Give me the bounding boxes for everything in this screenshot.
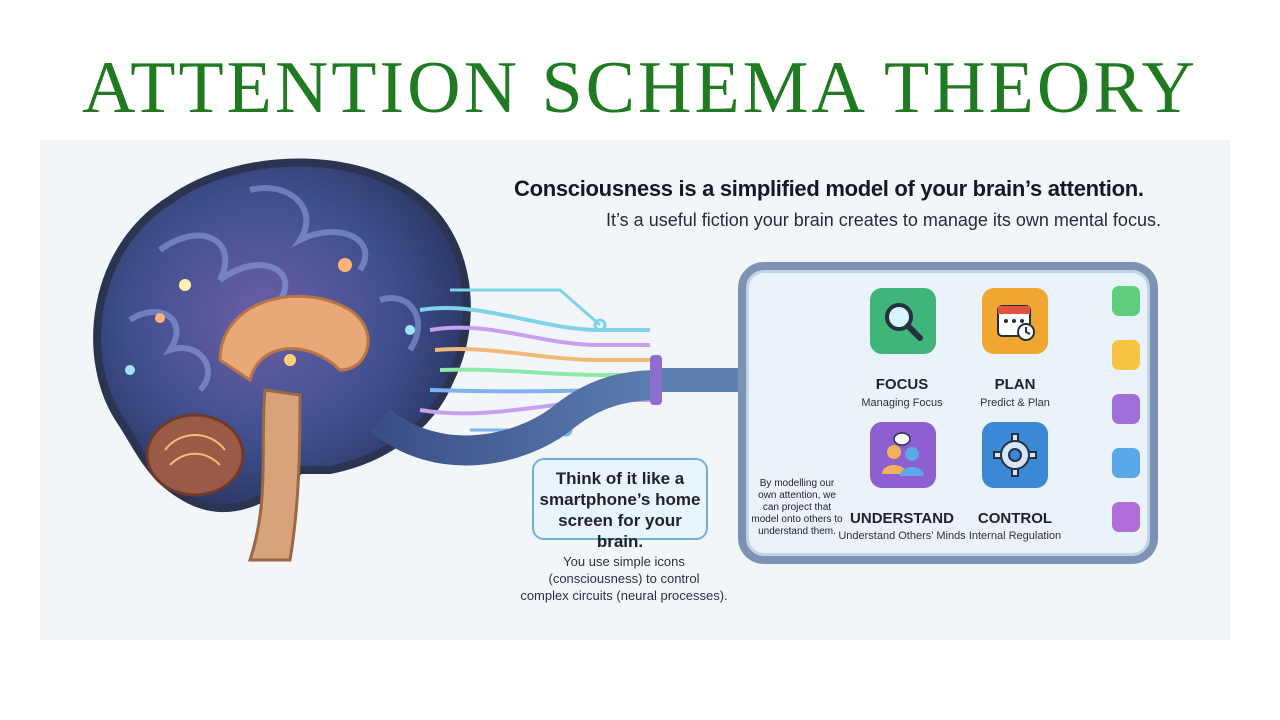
dock-app-icon[interactable] — [1112, 286, 1140, 316]
smartphone-frame — [738, 262, 1158, 564]
note-line: complex circuits (neural processes). — [520, 588, 728, 603]
side-note-line: understand them. — [758, 526, 836, 537]
side-note-line: By modelling our — [759, 478, 835, 489]
headline: Consciousness is a simplified model of y… — [514, 176, 1144, 201]
note-line: (consciousness) to control — [548, 571, 700, 586]
app-sublabel: Managing Focus — [861, 397, 943, 409]
dock-app-icon[interactable] — [1112, 502, 1140, 532]
app-sublabel: Understand Others’ Minds — [838, 530, 966, 542]
callout-line: Think of it like a — [555, 469, 685, 488]
dock-app-icon[interactable] — [1112, 394, 1140, 424]
subheadline: It’s a useful fiction your brain creates… — [606, 210, 1161, 230]
app-sublabel: Internal Regulation — [968, 530, 1062, 542]
callout-line: screen for your brain. — [558, 511, 682, 551]
control-app-icon[interactable] — [982, 422, 1048, 488]
magnifier-icon — [885, 303, 923, 341]
app-sublabel: Predict & Plan — [980, 397, 1050, 409]
app-label: UNDERSTAND — [850, 510, 954, 527]
people-icon — [882, 432, 924, 476]
side-note-line: can project that — [762, 502, 832, 513]
dock-app-icon[interactable] — [1112, 340, 1140, 370]
side-note: By modelling our own attention, we can p… — [742, 478, 852, 538]
calendar-icon — [997, 305, 1035, 341]
side-note-line: own attention, we — [758, 490, 836, 501]
dock-app-icon[interactable] — [1112, 448, 1140, 478]
callout-line: smartphone’s home — [539, 490, 701, 509]
plan-app-icon[interactable] — [982, 288, 1048, 354]
caption-note: You use simple icons (consciousness) to … — [516, 553, 732, 604]
page-title: ATTENTION SCHEMA THEORY — [82, 47, 1198, 129]
app-label: FOCUS — [875, 376, 929, 393]
side-note-line: model onto others to — [751, 514, 843, 525]
app-label: PLAN — [994, 376, 1036, 393]
app-label: CONTROL — [977, 510, 1053, 527]
focus-app-icon[interactable] — [870, 288, 936, 354]
note-line: You use simple icons — [563, 554, 685, 569]
speech-bubble: Think of it like a smartphone’s home scr… — [532, 458, 708, 551]
gear-icon — [993, 433, 1037, 477]
understand-app-icon[interactable] — [870, 422, 936, 488]
